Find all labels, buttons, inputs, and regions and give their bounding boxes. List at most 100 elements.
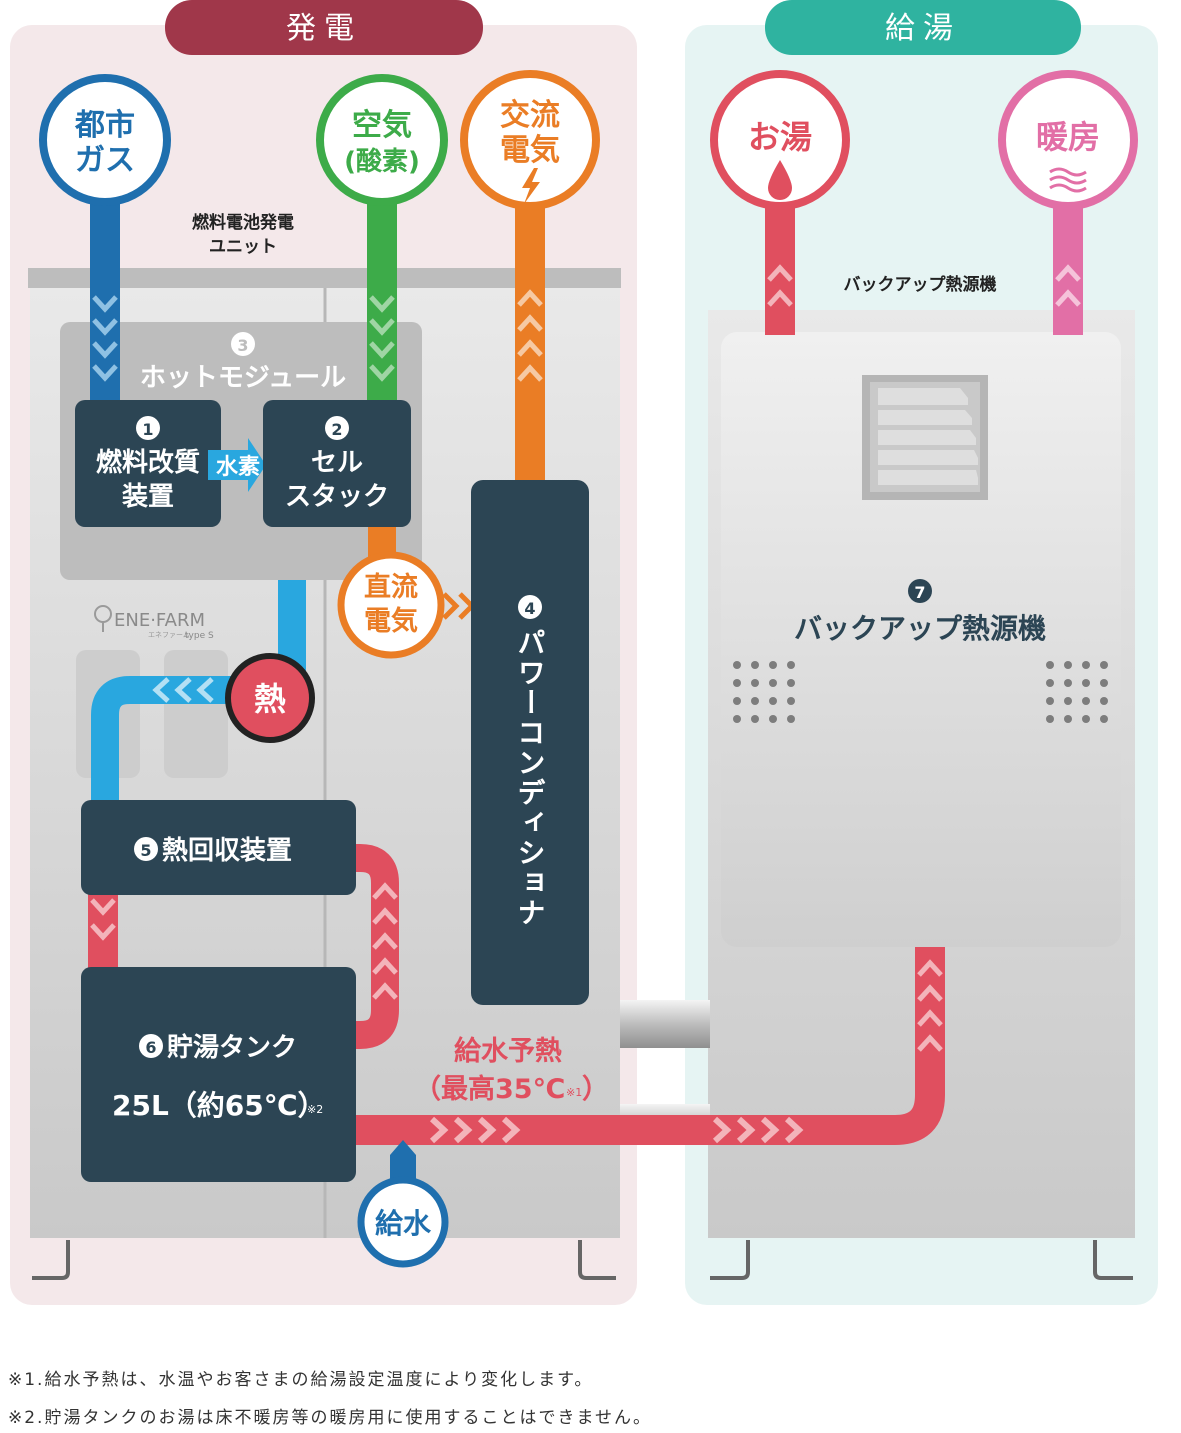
reformer-num: 1 [142,420,153,439]
storage-tank-num-badge [139,1034,163,1058]
preheat-chevrons [429,1116,804,1144]
heat-recovery-num: 5 [140,841,151,860]
water-supply-pipe [390,1140,416,1185]
hydrogen-arrow [208,438,266,492]
gas-flow-chevrons [92,295,118,382]
ene-farm-logo [94,605,112,632]
reformer-num-badge [136,416,160,440]
heating-label: 暖房 [1036,118,1100,156]
hot-water-out-label: お湯 [748,118,812,156]
footnote-2: ※2.貯湯タンクのお湯は床不暖房等の暖房用に使用することはできません。 [8,1408,652,1428]
cell-stack-box [263,400,411,527]
hot-water-out-circle [710,70,850,210]
cell-stack-label-1: セル [311,448,363,478]
backup-leg-right [1093,1240,1133,1280]
heat-label: 熱 [254,680,286,718]
heat-recovery-num-badge [134,837,158,861]
dc-power-label-1: 直流 [364,572,418,603]
cell-stack-num-badge [325,416,349,440]
vent-holes-right [1046,661,1108,723]
backup-num-badge [908,579,932,603]
heating-circle [998,70,1138,210]
storage-tank-box [81,967,356,1182]
water-supply-label: 給水 [375,1207,432,1240]
backup-leg-left [710,1240,750,1280]
preheat-label-2: （最高35℃ [414,1073,565,1105]
brand-type: type S [185,631,214,641]
dc-power-label-2: 電気 [364,605,418,637]
hot-module-num-badge [231,332,255,356]
hot-water-chevrons [767,264,793,307]
air-label-2: (酸素) [344,147,420,177]
city-gas-circle [39,74,171,206]
power-conditioner-box [471,480,589,1005]
gas-pipe [90,200,120,405]
heat-recovery-label: 熱回収装置 [162,836,292,866]
water-drop-icon [768,160,792,200]
ac-power-circle [460,70,600,210]
cabinet-vent-right [164,650,228,778]
hydrogen-label: 水素 [216,454,260,480]
brand-sub: エネファーム [148,631,190,639]
brand-name: ENE·FARM [114,610,205,631]
cabinet-leg-right [578,1240,616,1280]
backup-front-panel [721,332,1121,947]
power-conditioner-label: パワーコンディショナ [514,628,547,928]
backup-label: バックアップ熱源機 [794,612,1046,645]
storage-tank-capacity: 25L（約65℃） [112,1089,326,1122]
hot-water-header-label: 給湯 [885,11,961,46]
heat-recovery-box [81,800,356,895]
backup-in-chevrons [917,959,943,1052]
reformer-label-2: 装置 [122,482,174,512]
hot-water-header [765,0,1081,55]
heat-pipe [91,580,306,810]
hot-module-num: 3 [237,336,248,355]
hot-module-label: ホットモジュール [140,363,346,393]
preheat-label-1: 給水予熱 [454,1035,562,1067]
ac-flow-chevrons [517,289,543,382]
ac-power-label-2: 電気 [500,133,560,168]
heating-chevrons [1055,264,1081,307]
heat-circle [225,653,315,743]
connector-pipe-top [620,1000,710,1048]
air-circle [316,74,448,206]
storage-tank-note-mark: ※2 [307,1103,323,1116]
generation-header [165,0,483,55]
vent-holes-left [733,661,795,723]
dc-power-circle [337,551,445,659]
red-down-chevrons [90,898,116,941]
cell-stack-num: 2 [331,420,342,439]
cell-stack-label-2: スタック [285,482,389,512]
red-loop-chevrons [372,882,398,1000]
ac-power-label-1: 交流 [500,98,560,133]
generation-header-label: 発電 [286,11,362,46]
backup-unit-label: バックアップ熱源機 [844,274,997,295]
preheat-pipe [352,947,945,1145]
air-flow-chevrons [369,295,395,382]
air-label-1: 空気 [352,108,412,143]
city-gas-label-1: 都市 [74,108,135,143]
cabinet-leg-left [32,1240,70,1280]
power-conditioner-num: 4 [524,599,535,618]
water-supply-circle [357,1176,449,1268]
air-pipe [367,200,397,405]
exhaust-fins-icon [878,388,978,485]
power-conditioner-num-badge [518,595,542,619]
heat-waves-icon [1049,167,1087,193]
backup-num: 7 [914,583,925,602]
reformer-box [75,400,221,527]
lightning-icon [522,168,540,204]
preheat-note-mark: ※1 [566,1086,582,1099]
footnote-1: ※1.給水予熱は、水温やお客さまの給湯設定温度により変化します。 [8,1370,594,1390]
preheat-close-paren: ） [582,1074,609,1105]
fuel-cell-cabinet-top [28,268,621,288]
city-gas-label-2: ガス [75,143,135,178]
red-loop-pipe [350,844,399,1049]
reformer-label-1: 燃料改質 [96,447,200,478]
storage-tank-label: 貯湯タンク [167,1032,297,1063]
storage-tank-num: 6 [145,1038,156,1057]
fuel-cell-unit-label-1: 燃料電池発電 [192,212,294,233]
fuel-cell-unit-label-2: ユニット [209,237,277,257]
heat-flow-chevrons [152,677,214,703]
